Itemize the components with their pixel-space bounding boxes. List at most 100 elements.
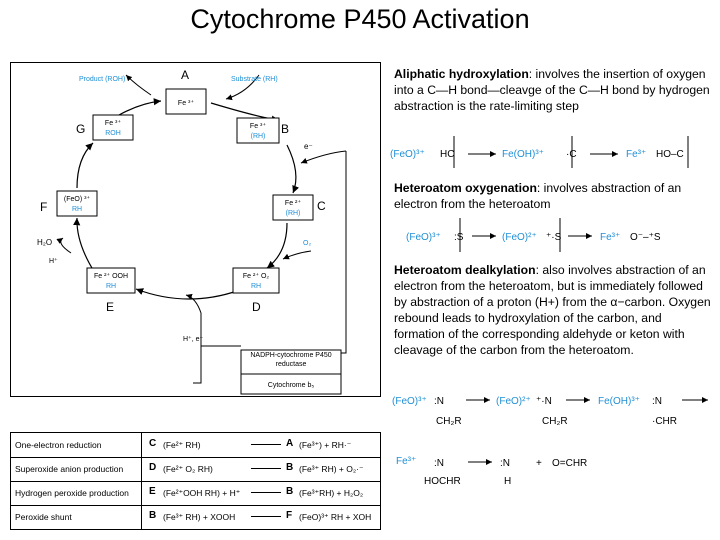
row-right: (Fe³⁺) + RH·⁻: [299, 440, 352, 450]
cytb5-link: [193, 345, 241, 384]
oxygenation-text: : involves abstraction of an electron fr…: [394, 181, 682, 211]
scheme-b-feo2: (FeO)²⁺: [502, 232, 537, 243]
state-d-line1: Fe ²⁺ O₂: [243, 272, 270, 280]
electron-label-1: e⁻: [304, 142, 313, 151]
scheme-c-chr: ·CHR: [652, 416, 677, 427]
electron-arrow-2: [185, 293, 202, 346]
row-left: (Fe²⁺ RH): [163, 440, 201, 450]
state-g-line2: ROH: [105, 130, 121, 137]
row-letter1: C: [149, 438, 157, 449]
arc-d-e: [135, 288, 238, 300]
state-e-line1: Fe ²⁺ OOH: [94, 272, 128, 280]
row-right: (Fe³⁺ RH) + O₂·⁻: [299, 464, 364, 474]
scheme-d-hochr: HOCHR: [424, 476, 461, 487]
scheme-c-feoh3: Fe(OH)³⁺: [598, 396, 640, 407]
scheme-a-fe3: Fe³⁺: [626, 149, 646, 160]
state-c-line2: (RH): [286, 210, 301, 217]
substrate-label: Substrate (RH): [231, 76, 278, 83]
arc-a-b: [210, 102, 280, 123]
state-letter-e: E: [106, 300, 114, 314]
scheme-a-feoh3: Fe(OH)³⁺: [502, 149, 544, 160]
row-arrow: [251, 468, 281, 469]
row-name: One-electron reduction: [15, 440, 102, 450]
electron-arrow-1: [300, 150, 347, 164]
p450-cycle-diagram: A B C D E F G Fe ³⁺ Fe ³⁺ (RH) Fe ²⁺ (RH…: [37, 68, 347, 395]
row-left: (Fe³⁺ RH) + XOOH: [163, 512, 236, 522]
scheme-b-s: :S: [454, 232, 464, 243]
state-letter-c: C: [317, 199, 326, 213]
state-f-line1: (FeO) ³⁺: [64, 195, 91, 203]
state-box-e: [86, 267, 136, 294]
proton-label: H⁺: [49, 257, 58, 265]
row-letter1: E: [149, 486, 156, 497]
scheme-d-n: :N: [434, 458, 444, 469]
aliphatic-text: : involves the insertion of oxygen into …: [394, 67, 710, 113]
row-letter2: B: [286, 486, 294, 497]
scheme-b-s-plus: ⁺·S: [546, 232, 562, 243]
table-row: Hydrogen peroxide production E (Fe²⁺OOH …: [11, 481, 380, 506]
state-box-f: [56, 190, 98, 217]
scheme-a-hoc: HO–C: [656, 149, 684, 160]
oxygenation-description: Heteroatom oxygenation: involves abstrac…: [394, 180, 712, 212]
row-right: (FeO)³⁺ RH + XOH: [299, 512, 372, 522]
scheme-c-n-plus: ⁺·N: [536, 396, 552, 407]
state-box-b: [236, 117, 280, 144]
substrate-arrow: [225, 74, 260, 101]
page-title: Cytochrome P450 Activation: [190, 4, 530, 34]
reductase-label-wrap: NADPH-cytochrome P450 reductase: [250, 352, 331, 368]
p450-cycle-panel: A B C D E F G Fe ³⁺ Fe ³⁺ (RH) Fe ²⁺ (RH…: [10, 62, 381, 397]
state-letter-d: D: [252, 300, 261, 314]
scheme-b-os: O⁻–⁺S: [630, 232, 661, 243]
o2-label: O₂: [303, 240, 311, 247]
product-label: Product (ROH): [79, 76, 125, 83]
aliphatic-scheme: (FeO)³⁺ HC Fe(OH)³⁺ ·C Fe³⁺ HO–C: [390, 136, 689, 168]
scheme-c-ch2r-2: CH₂R: [542, 416, 568, 427]
row-letter2: A: [286, 438, 294, 449]
table-row: Peroxide shunt B (Fe³⁺ RH) + XOOH F (FeO…: [11, 505, 380, 529]
row-letter2: B: [286, 462, 294, 473]
row-letter1: D: [149, 462, 157, 473]
scheme-c-n-2: :N: [652, 396, 662, 407]
scheme-a-c-radical: ·C: [566, 149, 577, 160]
row-left: (Fe²⁺ O₂ RH): [163, 464, 213, 474]
scheme-d-n-2: :N: [500, 458, 510, 469]
dealkylation-scheme-2: Fe³⁺ :N HOCHR :N H + O=CHR: [396, 456, 587, 487]
arc-f-g: [76, 142, 94, 189]
scheme-d-ochr: O=CHR: [552, 458, 587, 469]
product-arrow: [125, 74, 152, 96]
scheme-d-fe3: Fe³⁺: [396, 456, 416, 467]
state-letter-b: B: [281, 122, 289, 136]
state-e-line2: RH: [106, 283, 116, 290]
aliphatic-description: Aliphatic hydroxylation: involves the in…: [394, 66, 712, 114]
state-box-a: [165, 88, 207, 115]
state-c-line1: Fe ²⁺: [285, 199, 301, 207]
row-right: (Fe³⁺RH) + H₂O₂: [299, 488, 364, 498]
state-box-c: [272, 194, 314, 221]
scheme-c-n: :N: [434, 396, 444, 407]
scheme-c-feo3: (FeO)³⁺: [392, 396, 427, 407]
scheme-b-fe3: Fe³⁺: [600, 232, 620, 243]
row-name: Superoxide anion production: [15, 464, 124, 474]
dealkylation-text: : also involves abstraction of an electr…: [394, 263, 711, 357]
state-letter-f: F: [40, 200, 47, 214]
row-arrow: [251, 516, 281, 517]
state-box-d: [232, 267, 280, 294]
dealkylation-title: Heteroatom dealkylation: [394, 263, 536, 277]
row-letter2: F: [286, 510, 293, 521]
row-arrow: [251, 444, 281, 445]
state-g-line1: Fe ³⁺: [105, 119, 121, 127]
state-b-line2: (RH): [251, 133, 266, 140]
state-d-line2: RH: [251, 283, 261, 290]
water-label: H₂O: [37, 238, 52, 247]
aliphatic-title: Aliphatic hydroxylation: [394, 67, 529, 81]
state-b-line1: Fe ³⁺: [250, 122, 266, 130]
water-arrow: [56, 237, 72, 254]
scheme-a-feo3: (FeO)³⁺: [390, 149, 425, 160]
state-letter-g: G: [76, 122, 85, 136]
oxygenation-title: Heteroatom oxygenation: [394, 181, 537, 195]
proton-electron-label: H⁺, e⁻: [183, 335, 204, 343]
arc-g-a: [118, 98, 162, 116]
row-arrow: [251, 492, 281, 493]
state-letter-a: A: [181, 68, 189, 82]
scheme-c-feo2: (FeO)²⁺: [496, 396, 531, 407]
